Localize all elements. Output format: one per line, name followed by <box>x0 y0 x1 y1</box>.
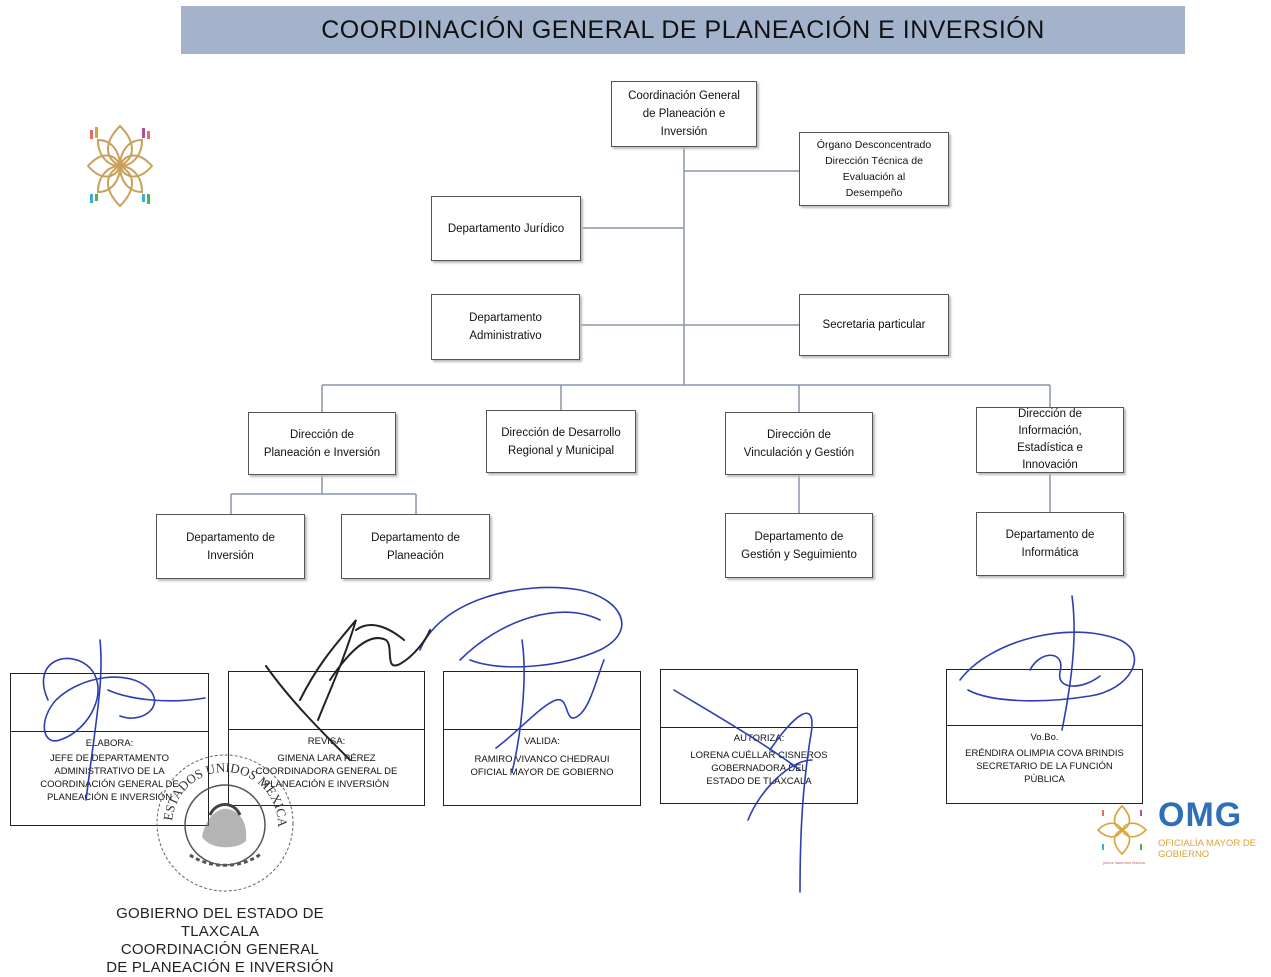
signature-box-autoriza: AUTORIZA: LORENA CUÉLLAR CISNEROS GOBERN… <box>660 669 858 804</box>
node-direccion-desarrollo-regional: Dirección de Desarrollo Regional y Munic… <box>486 410 636 473</box>
signature-role: AUTORIZA: <box>733 733 785 744</box>
signature-role: VALIDA: <box>524 736 560 747</box>
omg-acronym: OMG <box>1158 796 1243 834</box>
node-departamento-gestion-seguimiento: Departamento de Gestión y Seguimiento <box>725 513 873 578</box>
omg-slogan: juntos hacemos historia <box>1102 860 1146 865</box>
signature-name: RAMIRO VIVANCO CHEDRAUI OFICIAL MAYOR DE… <box>470 754 614 778</box>
signature-role: Vo.Bo. <box>1030 732 1059 743</box>
signature-role: ELABORA: <box>85 738 134 749</box>
omg-subtitle-line-2: GOBIERNO <box>1158 849 1210 860</box>
node-organo-desconcentrado: Órgano Desconcentrado Dirección Técnica … <box>799 132 949 206</box>
node-coordinacion-general: Coordinación General de Planeación e Inv… <box>611 81 757 147</box>
signature-box-valida: VALIDA: RAMIRO VIVANCO CHEDRAUI OFICIAL … <box>443 671 641 806</box>
node-departamento-juridico: Departamento Jurídico <box>431 196 581 261</box>
node-departamento-inversion: Departamento de Inversión <box>156 514 305 579</box>
node-departamento-planeacion: Departamento de Planeación <box>341 514 490 579</box>
page-title-band: COORDINACIÓN GENERAL DE PLANEACIÓN E INV… <box>181 6 1185 54</box>
footer-block: GOBIERNO DEL ESTADO DE TLAXCALA COORDINA… <box>80 905 360 977</box>
footer-line-2: COORDINACIÓN GENERAL <box>120 941 320 958</box>
official-seal: ESTADOS UNIDOS MEXICANOS <box>150 745 294 892</box>
footer-line-1: GOBIERNO DEL ESTADO DE TLAXCALA <box>116 905 324 940</box>
node-direccion-informacion: Dirección de Información, Estadística e … <box>976 407 1124 473</box>
node-direccion-planeacion-inversion: Dirección de Planeación e Inversión <box>248 412 396 475</box>
node-direccion-vinculacion-gestion: Dirección de Vinculación y Gestión <box>725 412 873 475</box>
node-secretaria-particular: Secretaria particular <box>799 294 949 356</box>
signature-box-vobo: Vo.Bo. ERÉNDIRA OLIMPIA COVA BRINDIS SEC… <box>946 669 1143 804</box>
node-departamento-administrativo: Departamento Administrativo <box>431 294 580 360</box>
signature-name: LORENA CUÉLLAR CISNEROS GOBERNADORA DEL … <box>690 750 828 787</box>
node-departamento-informatica: Departamento de Informática <box>976 512 1124 576</box>
omg-subtitle-line-1: OFICIALÍA MAYOR DE <box>1158 838 1257 849</box>
page-title: COORDINACIÓN GENERAL DE PLANEACIÓN E INV… <box>321 15 1045 44</box>
omg-flower-icon <box>1096 804 1148 856</box>
footer-line-3: DE PLANEACIÓN E INVERSIÓN <box>106 959 334 976</box>
signature-name: ERÉNDIRA OLIMPIA COVA BRINDIS SECRETARIO… <box>965 748 1124 785</box>
tlaxcala-flower-logo <box>86 124 154 208</box>
omg-subtitle: OFICIALÍA MAYOR DE GOBIERNO <box>1158 838 1256 860</box>
